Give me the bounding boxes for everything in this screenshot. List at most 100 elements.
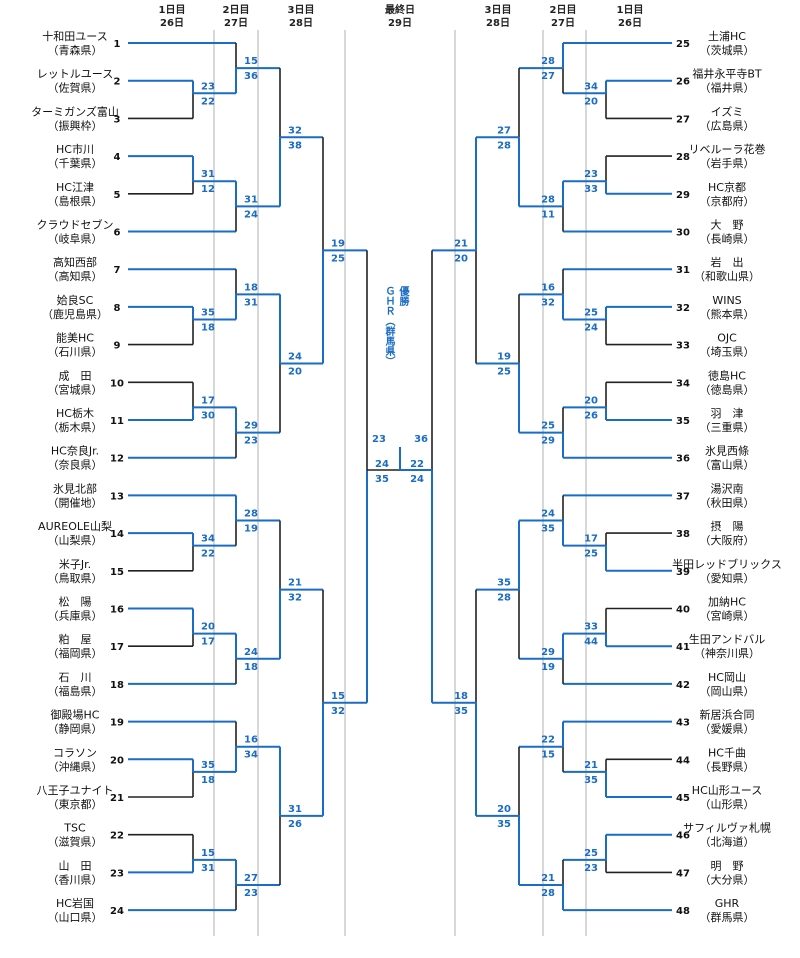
team-name: イズミ bbox=[711, 104, 744, 118]
team-seed: 4 bbox=[114, 152, 121, 163]
team-seed: 42 bbox=[676, 680, 690, 691]
score-lower: 18 bbox=[201, 775, 215, 786]
team-name: 能美HC bbox=[56, 331, 94, 345]
team-prefecture: （振興枠） bbox=[48, 118, 103, 132]
team-name: リベルーラ花巻 bbox=[689, 143, 766, 156]
score-upper: 25 bbox=[584, 848, 598, 859]
team-prefecture: （開催地） bbox=[48, 495, 103, 509]
team-seed: 27 bbox=[676, 114, 690, 125]
team-seed: 12 bbox=[110, 454, 124, 465]
score-upper: 31 bbox=[244, 194, 258, 205]
score-lower: 33 bbox=[584, 184, 598, 195]
date-label: 26日 bbox=[618, 18, 642, 29]
final-score-left: 23 bbox=[372, 434, 386, 445]
score-lower: 31 bbox=[244, 297, 258, 308]
score-lower: 11 bbox=[541, 209, 555, 220]
team-seed: 17 bbox=[110, 642, 124, 653]
team-name: HC千曲 bbox=[708, 746, 746, 759]
team-prefecture: （佐賀県） bbox=[48, 81, 103, 95]
score-lower: 28 bbox=[541, 888, 555, 899]
team-seed: 10 bbox=[110, 378, 124, 389]
team-name: HC奈良Jr. bbox=[51, 444, 99, 458]
team-seed: 45 bbox=[676, 793, 690, 804]
day-label: 1日目 bbox=[616, 5, 644, 16]
team-name: 羽 津 bbox=[711, 407, 744, 420]
team-seed: 1 bbox=[114, 39, 121, 50]
score-upper: 20 bbox=[497, 804, 511, 815]
team-prefecture: （沖縄県） bbox=[48, 759, 103, 773]
team-seed: 33 bbox=[676, 341, 690, 352]
team-prefecture: （鳥取県） bbox=[48, 571, 103, 585]
team-name: 粕 屋 bbox=[59, 632, 92, 646]
score-upper: 15 bbox=[331, 691, 345, 702]
team-seed: 19 bbox=[110, 718, 124, 729]
score-upper: 16 bbox=[541, 282, 555, 293]
score-upper: 24 bbox=[244, 647, 258, 658]
team-name: 松 陽 bbox=[59, 595, 92, 609]
score-upper: 31 bbox=[288, 804, 302, 815]
team-seed: 8 bbox=[114, 303, 121, 314]
score-lower: 29 bbox=[541, 436, 555, 447]
score-lower: 23 bbox=[244, 436, 258, 447]
score-lower: 24 bbox=[244, 209, 258, 220]
day-label: 1日目 bbox=[158, 5, 186, 16]
team-seed: 11 bbox=[110, 416, 124, 427]
score-lower: 18 bbox=[201, 322, 215, 333]
team-prefecture: （岩手県） bbox=[700, 156, 755, 170]
team-name: 氷見西條 bbox=[705, 444, 749, 458]
team-prefecture: （和歌山県） bbox=[694, 269, 760, 283]
team-seed: 24 bbox=[110, 906, 124, 917]
team-name: HC栃木 bbox=[56, 406, 94, 420]
team-prefecture: （岐阜県） bbox=[48, 233, 103, 246]
team-prefecture: （山口県） bbox=[48, 911, 103, 924]
score-upper: 35 bbox=[497, 578, 511, 589]
score-lower: 35 bbox=[541, 524, 555, 535]
team-prefecture: （福井県） bbox=[700, 81, 755, 95]
team-seed: 31 bbox=[676, 265, 690, 276]
team-name: 半田レッドブリックス bbox=[672, 557, 782, 571]
score-upper: 25 bbox=[541, 421, 555, 432]
team-name: OJC bbox=[717, 332, 737, 345]
team-prefecture: （栃木県） bbox=[48, 420, 103, 434]
team-name: 摂 陽 bbox=[711, 519, 744, 533]
team-seed: 35 bbox=[676, 416, 690, 427]
team-seed: 43 bbox=[676, 718, 690, 729]
team-name: 高知西部 bbox=[53, 255, 97, 269]
score-lower: 32 bbox=[288, 593, 302, 604]
team-seed: 15 bbox=[110, 567, 124, 578]
score-lower: 32 bbox=[541, 297, 555, 308]
score-lower: 26 bbox=[288, 819, 302, 830]
final-score-right: 36 bbox=[414, 434, 428, 445]
date-label: 28日 bbox=[289, 18, 313, 29]
score-lower: 23 bbox=[244, 888, 258, 899]
champion-label: 優勝 ＧＨＲ（群馬県） bbox=[383, 286, 409, 366]
score-lower: 25 bbox=[497, 366, 511, 377]
team-name: 成 田 bbox=[59, 369, 92, 382]
date-label: 27日 bbox=[224, 18, 248, 29]
team-prefecture: （千葉県） bbox=[48, 156, 103, 170]
team-seed: 46 bbox=[676, 831, 690, 842]
team-prefecture: （京都府） bbox=[700, 194, 755, 208]
team-seed: 47 bbox=[676, 868, 690, 879]
score-lower: 35 bbox=[584, 775, 598, 786]
score-upper: 20 bbox=[201, 622, 215, 633]
team-seed: 28 bbox=[676, 152, 690, 163]
team-prefecture: （石川県） bbox=[48, 346, 103, 359]
team-name: HC市川 bbox=[56, 142, 94, 156]
team-name: サフィルヴァ札幌 bbox=[683, 821, 771, 835]
team-name: AUREOLE山梨 bbox=[38, 519, 112, 533]
score-upper: 27 bbox=[244, 873, 258, 884]
team-seed: 44 bbox=[676, 755, 690, 766]
team-prefecture: （神奈川県） bbox=[694, 646, 760, 660]
team-prefecture: （奈良県） bbox=[48, 458, 103, 472]
team-prefecture: （鹿児島県） bbox=[42, 307, 108, 321]
team-name: 福井永平寺BT bbox=[692, 67, 762, 81]
team-seed: 18 bbox=[110, 680, 124, 691]
team-name: 御殿場HC bbox=[51, 708, 100, 722]
team-seed: 22 bbox=[110, 831, 124, 842]
team-name: 湯沢南 bbox=[711, 481, 744, 495]
score-lower: 28 bbox=[497, 140, 511, 151]
